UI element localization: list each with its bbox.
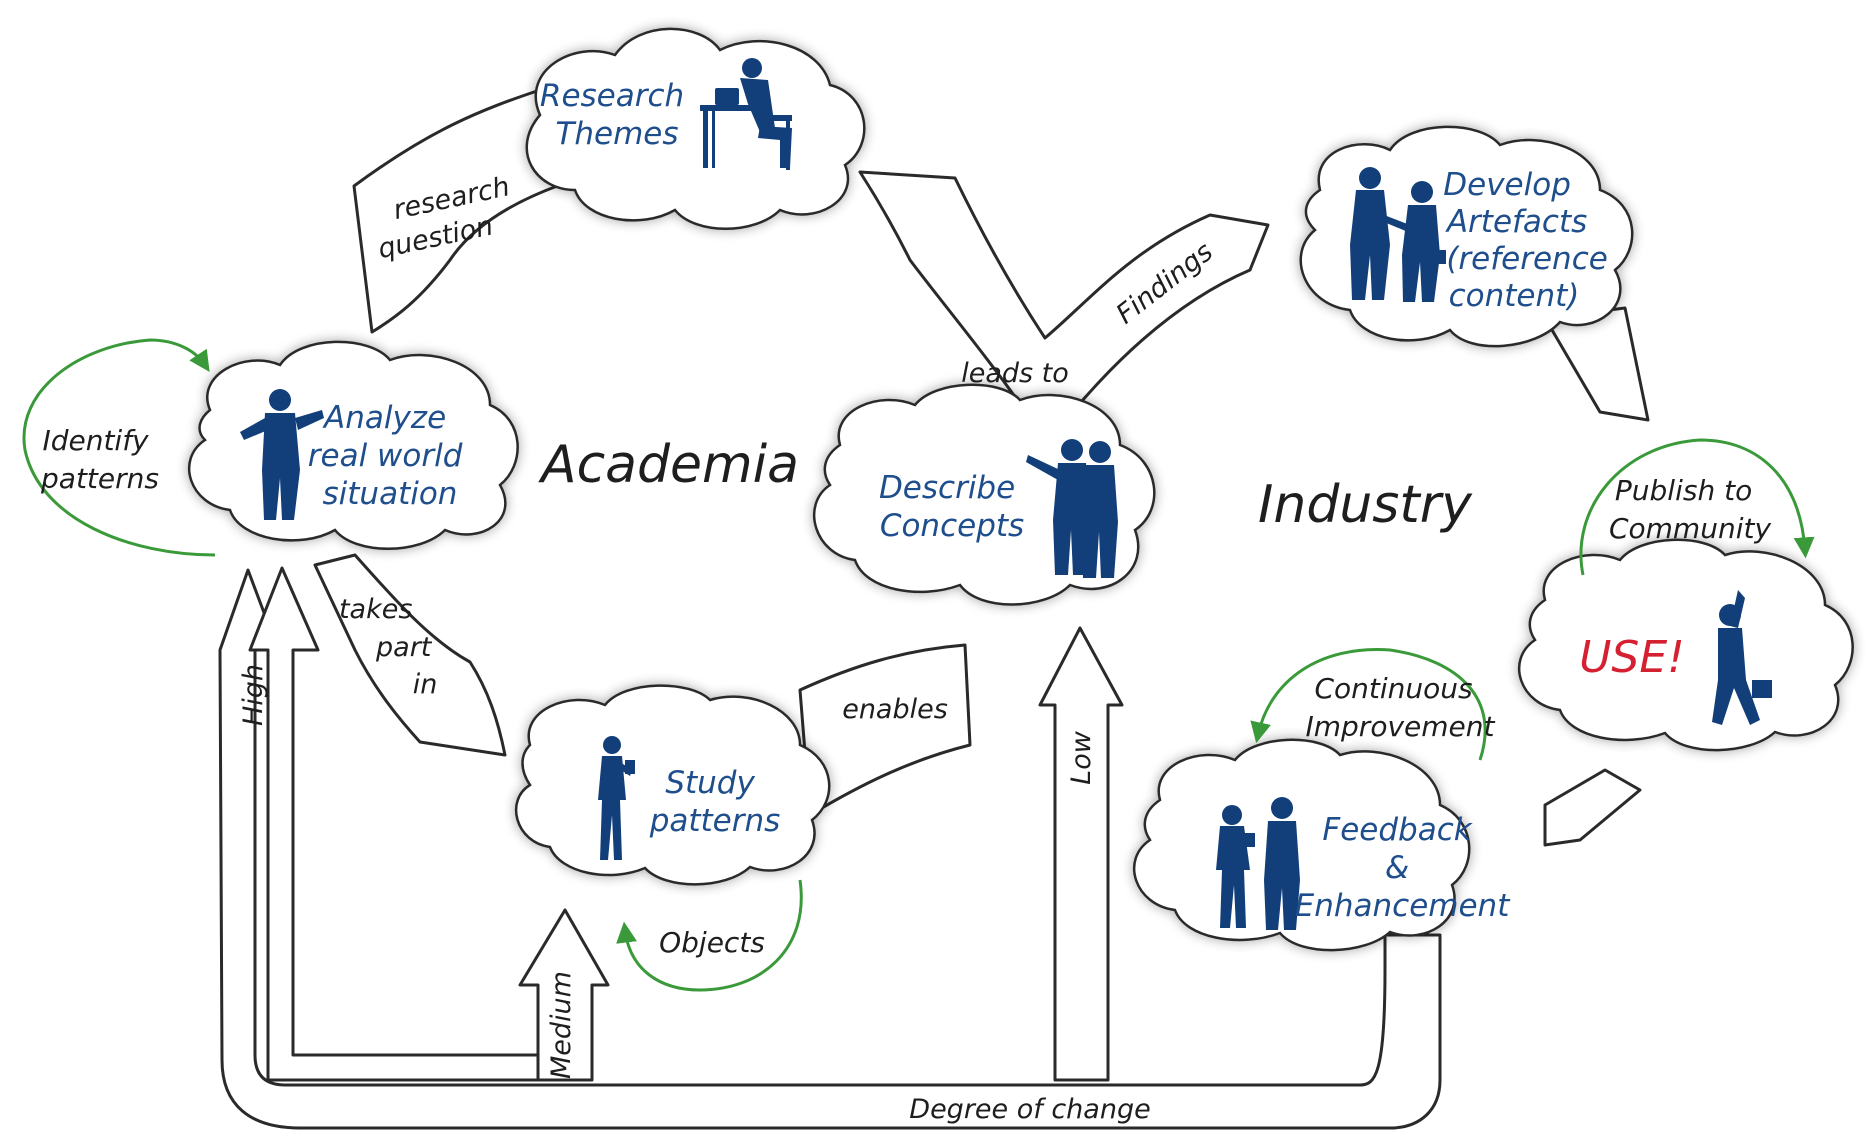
high-arrow <box>248 566 542 1082</box>
medium-label: Medium <box>546 971 577 1079</box>
two-men-pointing-icon <box>1026 439 1118 578</box>
objects-cycle-arrow <box>616 879 803 992</box>
handshake-icon <box>1350 167 1446 302</box>
woman-at-desk-icon <box>700 58 792 170</box>
woman-with-tablet-icon <box>598 736 635 860</box>
enables-band <box>798 643 972 817</box>
continuous-cycle-arrow <box>1250 648 1487 761</box>
feedback-label: Feedback & Enhancement <box>1295 812 1512 924</box>
takes-part-in-label: takes part in <box>339 594 440 700</box>
continuous-improvement-label: Continuous Improvement <box>1306 672 1496 743</box>
two-people-talking-icon <box>1216 797 1300 930</box>
high-label: High <box>238 664 269 726</box>
degree-of-change-label: Degree of change <box>909 1094 1150 1125</box>
leads-to-band <box>858 170 1270 420</box>
identify-patterns-label: Identify patterns <box>40 424 159 495</box>
analyze-label: Analyze real world situation <box>308 400 473 512</box>
cloud-research-themes <box>525 27 866 230</box>
takes-part-in-band <box>313 553 507 757</box>
use-tail <box>1543 768 1642 847</box>
artefacts-tail <box>1543 306 1650 422</box>
identify-cycle-arrow <box>22 338 216 557</box>
use-label: USE! <box>1579 632 1685 683</box>
describe-concepts-label: Describe Concepts <box>879 470 1025 544</box>
cloud-feedback <box>1133 738 1471 952</box>
academia-label: Academia <box>538 435 799 495</box>
research-question-band <box>352 88 562 334</box>
presenting-man-icon <box>240 389 324 520</box>
publish-label: Publish to Community <box>1609 474 1771 545</box>
research-themes-label: Research Themes <box>540 78 694 152</box>
low-label: Low <box>1066 730 1097 785</box>
industry-label: Industry <box>1258 475 1473 535</box>
jumping-businessman-icon <box>1712 590 1772 725</box>
leads-to-label: leads to <box>961 358 1069 389</box>
objects-label: Objects <box>659 926 765 959</box>
low-arrow <box>1038 626 1124 1082</box>
cloud-study-patterns <box>514 684 831 886</box>
study-patterns-label: Study patterns <box>649 765 781 839</box>
cloud-use <box>1518 538 1854 752</box>
develop-artefacts-label: Develop Artefacts (reference content) <box>1443 167 1617 314</box>
medium-arrow <box>518 908 610 1082</box>
enables-label: enables <box>842 694 948 725</box>
publish-cycle-arrow <box>1579 438 1815 576</box>
